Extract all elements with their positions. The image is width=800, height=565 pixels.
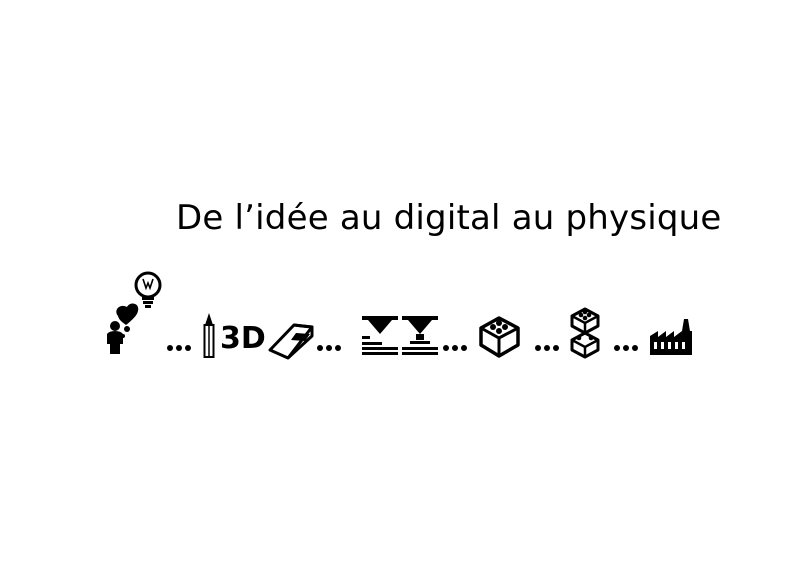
brick-icon <box>479 316 520 358</box>
connector-dots <box>443 345 467 351</box>
3d-model-icon <box>268 323 314 360</box>
connector-dots <box>317 345 341 351</box>
connector-dots <box>535 345 559 351</box>
person-with-idea-icon <box>107 271 162 354</box>
pencil-icon <box>203 313 215 358</box>
slide-title: De l’idée au digital au physique <box>176 198 722 238</box>
connector-dots <box>614 345 638 351</box>
connector-dots <box>167 345 191 351</box>
3d-printer-icon <box>362 316 438 355</box>
factory-icon <box>650 319 692 355</box>
3d-label: 3D <box>220 321 266 356</box>
stacked-bricks-icon <box>570 307 600 359</box>
